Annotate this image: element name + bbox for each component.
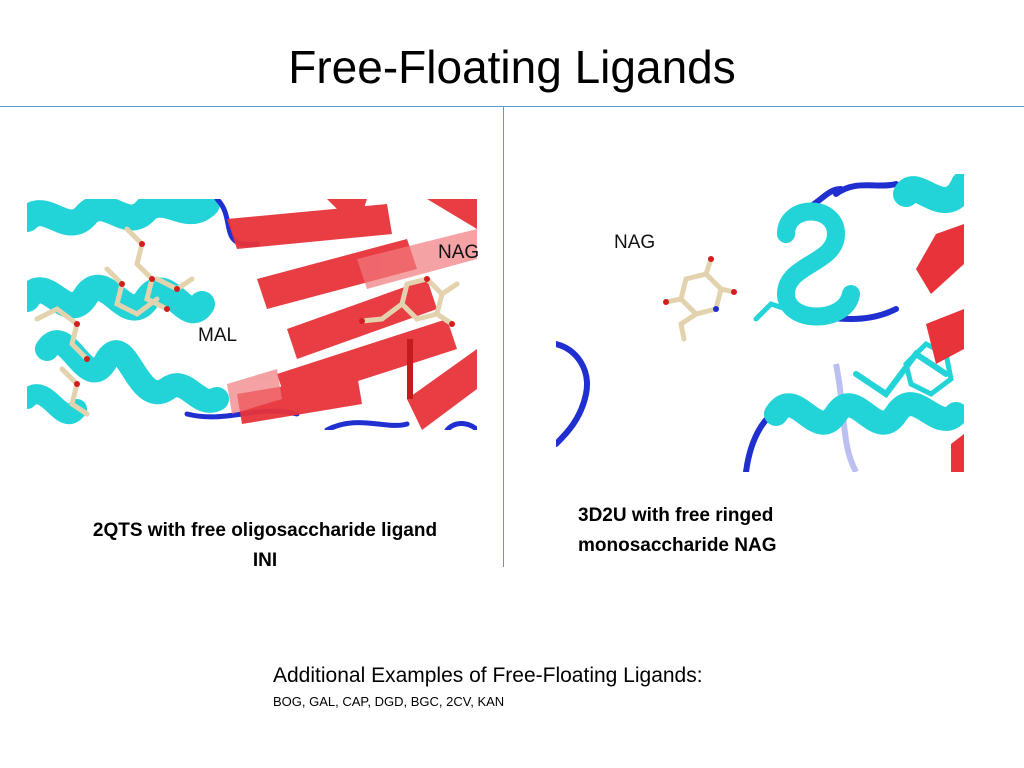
caption-3d2u: 3D2U with free ringed monosaccharide NAG [578, 501, 958, 561]
title-divider [0, 106, 1024, 107]
slide-title: Free-Floating Ligands [288, 41, 736, 93]
additional-examples-list: BOG, GAL, CAP, DGD, BGC, 2CV, KAN [273, 694, 505, 709]
protein-structure-image-3d2u [556, 174, 964, 472]
caption-2qts: 2QTS with free oligosaccharide ligand IN… [40, 516, 490, 576]
caption-2qts-line1: 2QTS with free oligosaccharide ligand [92, 520, 438, 541]
caption-2qts-line2: INI [252, 550, 278, 571]
caption-3d2u-line2: monosaccharide NAG [578, 535, 777, 556]
caption-3d2u-line1: 3D2U with free ringed [578, 505, 774, 526]
label-mal: MAL [198, 325, 238, 346]
protein-structure-image-2qts [27, 199, 477, 430]
label-nag-left: NAG [438, 242, 480, 263]
label-nag-right: NAG [614, 232, 656, 253]
column-divider [503, 107, 504, 567]
additional-examples-heading: Additional Examples of Free-Floating Lig… [273, 664, 703, 687]
